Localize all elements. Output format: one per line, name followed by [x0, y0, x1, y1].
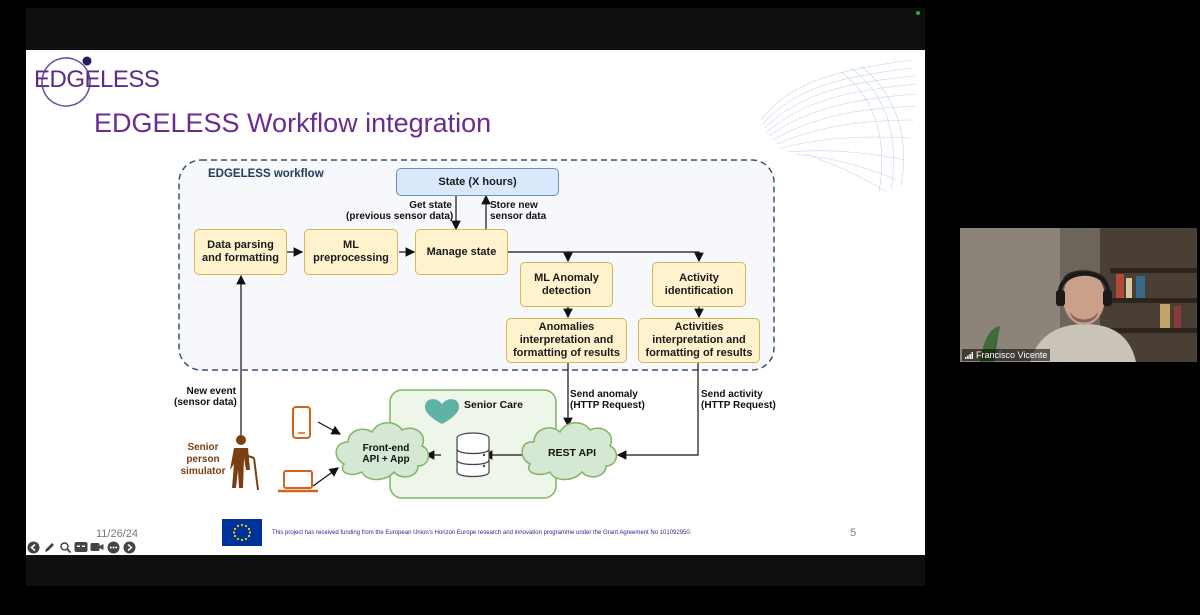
new-event-label: New event (sensor data): [174, 386, 237, 408]
send-anomaly-line2: (HTTP Request): [570, 400, 645, 411]
get-state-line1: Get state: [409, 200, 452, 211]
eu-flag-icon: [222, 519, 262, 546]
status-indicator-dot: [916, 11, 920, 15]
frontend-line1: Front-end: [362, 443, 410, 454]
funding-notice: This project has received funding from t…: [272, 530, 692, 536]
senior-person-icon: [230, 435, 259, 491]
more-options-button[interactable]: [106, 540, 120, 554]
slide-title: EDGELESS Workflow integration: [94, 108, 492, 138]
store-state-line2: sensor data: [490, 211, 547, 222]
anomalies-line1: Anomalies: [538, 321, 595, 333]
data-parsing-box: Data parsing and formatting: [194, 229, 287, 275]
captions-button[interactable]: [74, 540, 88, 554]
camera-button[interactable]: [90, 540, 104, 554]
store-state-line1: Store new: [490, 200, 538, 211]
zoom-button[interactable]: [58, 540, 72, 554]
phone-icon: [292, 406, 311, 439]
workflow-title: EDGELESS workflow: [208, 168, 324, 180]
data-parsing-line2: and formatting: [202, 252, 279, 264]
magnifier-icon: [59, 541, 71, 553]
ml-anomaly-box: ML Anomaly detection: [520, 262, 613, 307]
pen-tool-button[interactable]: [42, 540, 56, 554]
workflow-diagram: EDGELESS workflow State (X hours) Get st…: [174, 158, 784, 500]
participant-video-tile[interactable]: Francisco Vicente: [960, 228, 1197, 362]
frontend-label: Front-end API + App: [350, 443, 422, 465]
slide: EDGELESS EDGELESS Workflow integration: [26, 50, 925, 555]
frontend-line2: API + App: [362, 454, 410, 465]
send-activity-line1: Send activity: [701, 389, 763, 400]
anomalies-interp-box: Anomalies interpretation and formatting …: [506, 318, 627, 363]
arrow-right-icon: [123, 541, 135, 553]
activity-id-line2: identification: [664, 284, 734, 297]
senior-line1: Senior: [187, 442, 219, 453]
send-anomaly-label: Send anomaly (HTTP Request): [570, 389, 645, 411]
new-event-line2: (sensor data): [174, 397, 237, 408]
new-event-line1: New event: [186, 386, 236, 397]
next-slide-button[interactable]: [122, 540, 136, 554]
ml-preprocessing-box: ML preprocessing: [304, 229, 398, 275]
activities-line2: interpretation and: [652, 334, 746, 346]
arrow-left-icon: [27, 541, 39, 553]
ml-anomaly-line1: ML Anomaly: [534, 271, 599, 284]
participant-name-tag: Francisco Vicente: [962, 349, 1051, 361]
laptop-icon: [278, 470, 318, 493]
ml-anomaly-line2: detection: [542, 284, 591, 297]
store-state-label: Store new sensor data: [490, 200, 546, 222]
get-state-label: Get state (previous sensor data): [346, 200, 454, 222]
ml-pre-line2: preprocessing: [313, 252, 389, 264]
database-icon: [456, 432, 490, 478]
heart-icon: [424, 399, 460, 424]
manage-state-box: Manage state: [415, 229, 508, 275]
pen-icon: [44, 542, 54, 552]
camera-icon: [90, 543, 104, 551]
senior-simulator-label: Senior person simulator: [178, 442, 228, 478]
logo-text: EDGELESS: [34, 66, 160, 93]
signal-strength-icon: [965, 351, 973, 359]
slide-date: 11/26/24: [96, 528, 139, 540]
activities-line3: formatting of results: [645, 347, 753, 359]
send-anomaly-line1: Send anomaly: [570, 389, 638, 400]
get-state-line2: (previous sensor data): [346, 211, 454, 222]
activities-line1: Activities: [674, 321, 724, 333]
activities-interp-box: Activities interpretation and formatting…: [638, 318, 760, 363]
edgeless-logo: [41, 56, 92, 107]
ellipsis-icon: [107, 541, 119, 553]
captions-icon: [74, 542, 88, 552]
senior-line3: simulator: [180, 466, 226, 477]
ml-pre-line1: ML: [343, 239, 359, 251]
previous-slide-button[interactable]: [26, 540, 40, 554]
rest-api-label: REST API: [547, 447, 597, 459]
activity-id-box: Activity identification: [652, 262, 746, 307]
send-activity-label: Send activity (HTTP Request): [701, 389, 776, 411]
anomalies-line2: interpretation and: [519, 334, 614, 346]
page-number: 5: [850, 527, 857, 539]
decorative-wave-graphic: [760, 59, 918, 193]
activity-id-line1: Activity: [679, 271, 719, 284]
presenter-toolbar: [26, 540, 136, 555]
data-parsing-line1: Data parsing: [207, 239, 274, 251]
anomalies-line3: formatting of results: [513, 347, 620, 359]
senior-line2: person: [186, 454, 220, 465]
participant-video-feed: [960, 228, 1197, 362]
send-activity-line2: (HTTP Request): [701, 400, 776, 411]
senior-care-label: Senior Care: [464, 399, 523, 411]
participant-name: Francisco Vicente: [976, 350, 1048, 360]
state-box: State (X hours): [396, 168, 559, 196]
